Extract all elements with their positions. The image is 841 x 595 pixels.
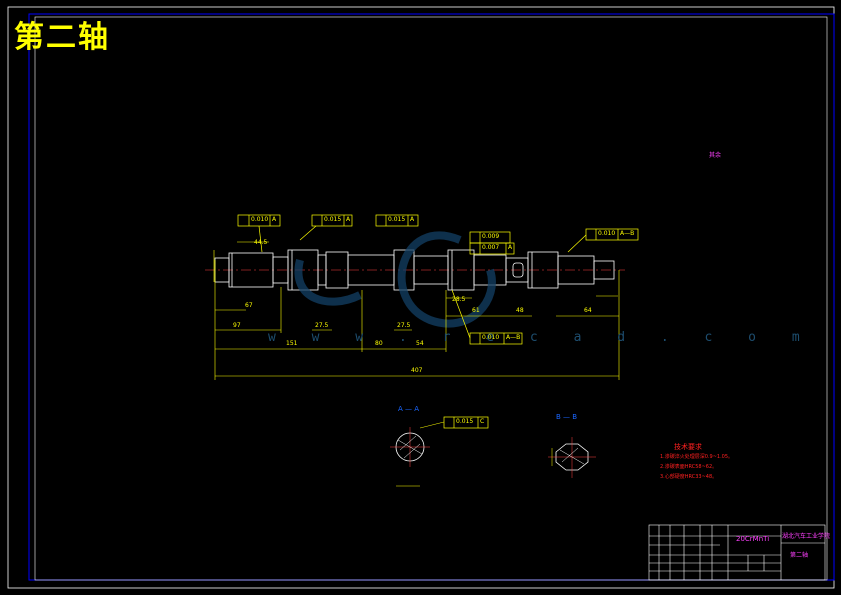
tolerance-value-2: 0.015 [324, 216, 342, 223]
watermark-text: w w w . r e c a d . c o m [268, 330, 814, 345]
dim-61: 61 [472, 307, 480, 314]
section-b-b [548, 437, 596, 478]
inner-frame [28, 13, 835, 581]
school-label: 湖北汽车工业学院 [782, 533, 831, 540]
dim-64: 64 [584, 307, 592, 314]
dim-80: 80 [375, 340, 383, 347]
tolerance-value-3: 0.015 [388, 216, 406, 223]
tolerance-datum-8: C [480, 418, 485, 425]
dim-67: 67 [245, 302, 253, 309]
dim-28-5: 28.5 [452, 296, 466, 303]
watermark-emblem [294, 231, 496, 328]
dim-151: 151 [286, 340, 298, 347]
dim-44: 44.5 [254, 239, 268, 246]
dim-27-5-a: 27.5 [315, 322, 329, 329]
dim-97: 97 [233, 322, 241, 329]
material-label: 20CrMnTi [736, 535, 770, 543]
section-label-a-a: A — A [398, 405, 420, 413]
title-block [648, 524, 826, 581]
tolerance-value-5: 0.007 [482, 244, 500, 251]
technical-notes: 技术要求 1.渗碳淬火处理层深0.9~1.05。 2.渗碳表面HRC58~62。… [660, 442, 733, 482]
tolerance-datum-7: A—B [506, 334, 521, 341]
tolerance-datum-2: A [346, 216, 351, 223]
tolerance-value-6: 0.010 [598, 230, 616, 237]
tolerance-datum-6: A—B [620, 230, 635, 237]
tolerance-value-7: 0.010 [482, 334, 500, 341]
outer-border [7, 6, 835, 589]
tolerance-datum-1: A [272, 216, 277, 223]
roughness-note: 其余 [709, 152, 722, 159]
tolerance-datum-5: A [508, 244, 513, 251]
dim-overall: 407 [411, 367, 423, 374]
dim-54: 54 [416, 340, 424, 347]
notes-heading: 技术要求 [674, 443, 702, 451]
tolerance-value-8: 0.015 [456, 418, 474, 425]
note-line-1: 1.渗碳淬火处理层深0.9~1.05。 [660, 454, 734, 460]
tolerance-frames [237, 214, 639, 429]
drawing-title: 第二轴 [14, 20, 110, 55]
note-line-2: 2.渗碳表面HRC58~62。 [660, 464, 718, 470]
dim-27-5-b: 27.5 [397, 322, 411, 329]
dim-48: 48 [516, 307, 524, 314]
tolerance-value-4: 0.009 [482, 233, 500, 240]
section-label-b-b: B — B [556, 413, 578, 421]
section-a-a [390, 421, 445, 487]
sheet-name-label: 第二轴 [790, 552, 809, 559]
dimension-lines [213, 241, 620, 380]
drawing-frame [34, 16, 828, 581]
tolerance-datum-3: A [410, 216, 415, 223]
shaft-profile [205, 249, 625, 291]
note-line-3: 3.心部硬度HRC33~48。 [660, 474, 718, 480]
tolerance-value-1: 0.010 [251, 216, 269, 223]
